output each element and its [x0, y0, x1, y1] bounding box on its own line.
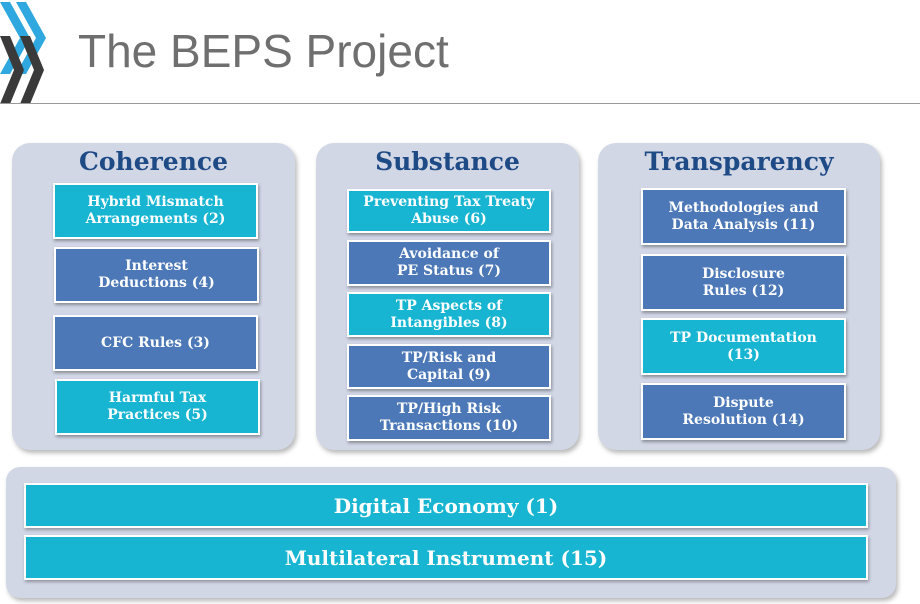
action-label-line1: Methodologies and — [668, 199, 819, 216]
action-label-line1: TP Documentation — [670, 329, 817, 346]
page-title: The BEPS Project — [78, 25, 449, 77]
action-label-line2: Rules (12) — [702, 282, 785, 299]
action-label-line2: Data Analysis (11) — [671, 216, 816, 233]
action-label-line1: CFC Rules (3) — [101, 334, 210, 351]
action-label-line1: TP/Risk and — [401, 349, 497, 366]
action-label-line1: TP/High Risk — [397, 401, 501, 417]
pillar-heading: Coherence — [78, 147, 229, 176]
action-label-line2: Arrangements (2) — [85, 211, 226, 227]
action-label-line1: Hybrid Mismatch — [87, 194, 224, 210]
pillar-heading: Substance — [375, 147, 520, 176]
action-digital-economy-bar: Digital Economy (1) — [24, 483, 868, 528]
action-label-line1: TP Aspects of — [395, 297, 503, 314]
action-label-line2: Abuse (6) — [411, 211, 487, 227]
title-divider — [0, 103, 920, 104]
action-label-line2: Intangibles (8) — [390, 314, 508, 331]
action-tp-documentation-box: TP Documentation(13) — [641, 318, 846, 375]
action-label-line2: (13) — [727, 346, 760, 363]
action-label-line2: Practices (5) — [107, 407, 208, 423]
action-label-line2: Deductions (4) — [98, 275, 215, 291]
action-label-line1: Avoidance of — [399, 246, 499, 262]
action-label-line1: Dispute — [713, 394, 774, 411]
oecd-chevron-logo-icon — [0, 2, 46, 104]
action-label-line2: Capital (9) — [406, 366, 492, 383]
action-label-line2: Resolution (14) — [682, 411, 805, 428]
action-multilateral-instrument-bar: Multilateral Instrument (15) — [24, 535, 868, 580]
cross-cutting-panel: Digital Economy (1) Multilateral Instrum… — [6, 467, 896, 598]
action-label-line1: Disclosure — [702, 265, 785, 282]
action-label-line2: Transactions (10) — [379, 418, 519, 434]
action-label-line1: Harmful Tax — [108, 390, 207, 406]
action-label-line1: Interest — [125, 258, 188, 274]
action-label-line2: PE Status (7) — [396, 263, 502, 279]
action-label-line1: Preventing Tax Treaty — [363, 194, 535, 210]
pillar-heading: Transparency — [644, 147, 834, 176]
action-cfc-rules-box: CFC Rules (3) — [53, 315, 258, 371]
